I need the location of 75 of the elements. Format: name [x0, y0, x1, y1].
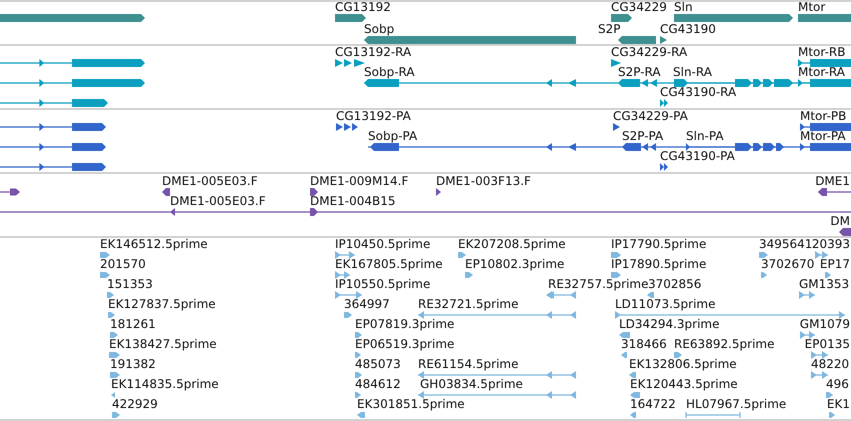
feature-label: LD11073.5prime: [615, 298, 716, 311]
feature-label: S2P-PA: [622, 130, 664, 143]
feature-label: Mtor-PB: [800, 110, 846, 123]
feature-label: Sobp: [364, 23, 394, 36]
feature-label: IP17790.5prime: [611, 238, 706, 251]
feature-label: GM1353: [799, 278, 850, 291]
feature-label: CG34229-RA: [611, 46, 688, 59]
feature-label: 181261: [110, 318, 156, 331]
feature-label: IP17890.5prime: [611, 258, 706, 271]
feature-label: EK301851.5prime: [357, 398, 465, 411]
feature-label: Sln-PA: [686, 130, 724, 143]
feature-label: EK120443.5prime: [630, 378, 738, 391]
feature-label: Sobp-RA: [364, 66, 415, 79]
feature-label: EK127837.5prime: [108, 298, 216, 311]
feature-label: 3702856: [648, 278, 702, 291]
feature-label: CG34229-PA: [613, 110, 688, 123]
feature-label: 151353: [107, 278, 153, 291]
feature-label: Mtor: [798, 1, 826, 14]
feature-label: Sln-RA: [673, 66, 712, 79]
feature-label: CG43190: [660, 23, 716, 36]
feature-label: 318466: [621, 338, 667, 351]
feature-label: EP07819.3prime: [355, 318, 454, 331]
feature-label: 164722: [630, 398, 676, 411]
feature-label: Mtor-PA: [800, 130, 846, 143]
feature-label: 3702670: [761, 258, 814, 271]
feature-label: Mtor-RA: [798, 66, 845, 79]
feature-label: EP0135: [804, 338, 850, 351]
feature-label: 496: [826, 378, 849, 391]
feature-label: 20393: [812, 238, 850, 251]
feature-label: EP17: [820, 258, 850, 271]
feature-label: EK138427.5prime: [109, 338, 217, 351]
feature-label: EK1: [826, 398, 850, 411]
feature-label: S2P-RA: [618, 66, 661, 79]
feature-label: RE32721.5prime: [418, 298, 518, 311]
feature-label: HL07967.5prime: [686, 398, 786, 411]
feature-label: Sln: [674, 1, 693, 14]
feature-label: IP10450.5prime: [335, 238, 430, 251]
feature-label: DME1-005E03.F: [162, 175, 258, 188]
feature-label: CG13192: [335, 1, 391, 14]
feature-label: 484612: [355, 378, 401, 391]
feature-label: DME1-005E03.F: [170, 195, 266, 208]
feature-label: Sobp-PA: [368, 130, 418, 143]
feature-label: IP10550.5prime: [335, 278, 430, 291]
feature-label: 485073: [355, 358, 401, 371]
feature-label: EP10802.3prime: [465, 258, 564, 271]
feature-label: CG43190-PA: [660, 150, 735, 163]
feature-label: CG13192-PA: [336, 110, 411, 123]
feature-label: DME1-009M14.F: [310, 175, 408, 188]
feature-label: Mtor-RB: [798, 46, 846, 59]
feature-label: EP06519.3prime: [355, 338, 454, 351]
feature-label: DM: [830, 215, 850, 228]
feature-label: GH03834.5prime: [420, 378, 523, 391]
feature-label: S2P: [598, 23, 620, 36]
feature-label: 201570: [100, 258, 146, 271]
feature-label: DME1: [815, 175, 850, 188]
feature-label: RE63892.5prime: [674, 338, 774, 351]
feature-label: EK114835.5prime: [111, 378, 219, 391]
feature-label: EK207208.5prime: [458, 238, 566, 251]
feature-label: DME1-004B15: [310, 195, 396, 208]
feature-label: 3495641: [759, 238, 812, 251]
feature-label: DME1-003F13.F: [436, 175, 531, 188]
feature-label: EK146512.5prime: [100, 238, 208, 251]
feature-label: CG34229: [611, 1, 667, 14]
feature-label: 191382: [110, 358, 156, 371]
feature-label: 422929: [112, 398, 158, 411]
feature-label: CG13192-RA: [335, 46, 412, 59]
feature-label: EK167805.5prime: [335, 258, 443, 271]
feature-label: 48220: [811, 358, 850, 371]
feature-label: EK132806.5prime: [629, 358, 737, 371]
feature-label: CG43190-RA: [660, 86, 736, 99]
feature-label: GM1079: [800, 318, 850, 331]
feature-label: RE32757.5prime: [548, 278, 648, 291]
feature-label: LD34294.3prime: [619, 318, 720, 331]
feature-label: RE61154.5prime: [418, 358, 518, 371]
feature-label: 364997: [344, 298, 390, 311]
